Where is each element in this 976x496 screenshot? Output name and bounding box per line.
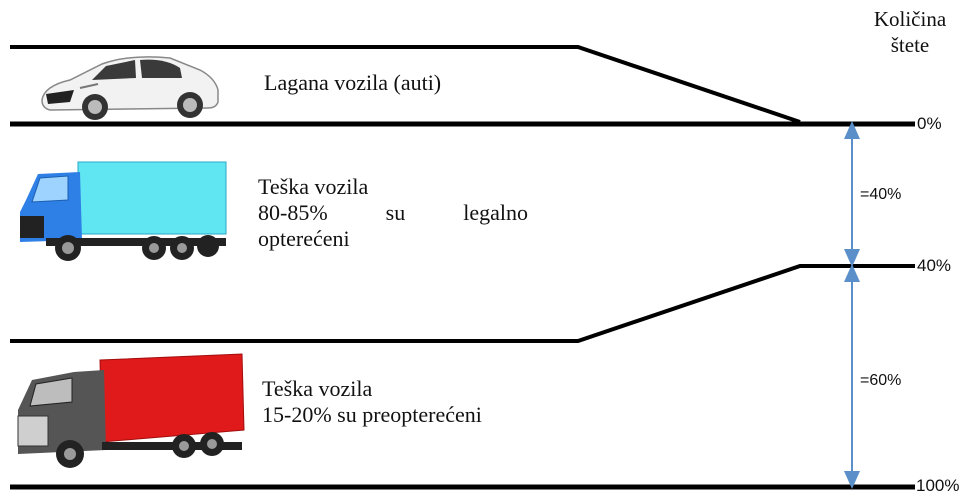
heavy-overloaded-share: 15-20% su preopterećeni	[262, 402, 482, 427]
level-40-line	[10, 264, 915, 343]
upper-interval-label: =40%	[860, 186, 902, 203]
heavy-legal-share-a: 80-85%	[258, 200, 328, 225]
level-100-label: 100%	[916, 476, 960, 495]
heavy-legal-line3: opterećeni	[258, 226, 350, 251]
header-line1: Količina	[873, 7, 947, 31]
red-truck-icon	[17, 353, 245, 468]
header-line2: štete	[890, 33, 930, 57]
light-vehicles-label: Lagana vozila (auti)	[264, 70, 442, 95]
blue-truck-icon	[20, 161, 227, 261]
heavy-legal-title: Teška vozila	[258, 174, 369, 199]
damage-header: Količina štete	[842, 6, 976, 58]
top-boundary-line	[10, 45, 801, 124]
level-0-label: 0%	[917, 114, 942, 133]
level-40-label: 40%	[917, 256, 952, 275]
heavy-legal-label: Teška vozila 80-85% su legalno opterećen…	[258, 174, 528, 252]
lower-interval-label: =60%	[860, 372, 902, 389]
heavy-overloaded-label: Teška vozila 15-20% su preopterećeni	[262, 376, 482, 428]
car-icon	[41, 56, 219, 120]
heavy-legal-share: 80-85% su legalno	[258, 200, 528, 226]
heavy-legal-share-b: su	[385, 200, 406, 225]
heavy-overloaded-title: Teška vozila	[262, 376, 373, 401]
heavy-legal-share-c: legalno	[463, 200, 528, 225]
